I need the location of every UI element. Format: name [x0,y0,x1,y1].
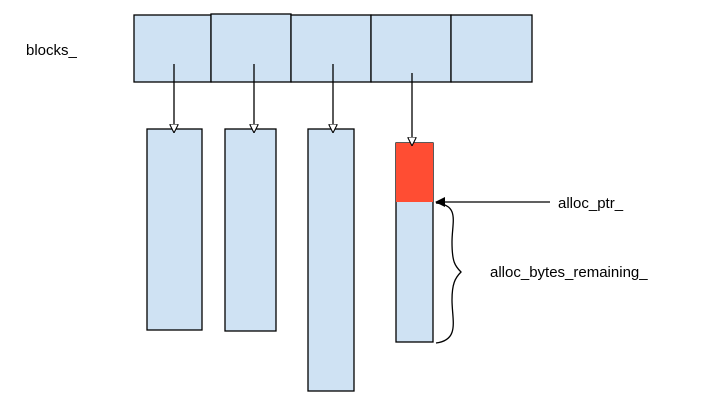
memory-block [224,128,277,332]
memory-block [307,128,355,392]
allocated-region [396,143,433,202]
current-memory-block [395,142,434,343]
alloc-ptr-label: alloc_ptr_ [558,195,624,212]
blocks-array-cell [370,14,452,83]
block-pointers [174,64,412,145]
memory-block [146,128,203,331]
blocks-array-cell [133,14,212,83]
blocks-label: blocks_ [26,42,78,59]
blocks-array-cell [290,14,372,83]
blocks-array-cell [450,14,533,83]
memory-blocks [146,128,434,392]
remaining-bytes-brace [435,202,462,344]
blocks-array [133,13,533,83]
blocks-array-cell [210,13,292,83]
alloc-bytes-remaining-label: alloc_bytes_remaining_ [490,264,648,281]
